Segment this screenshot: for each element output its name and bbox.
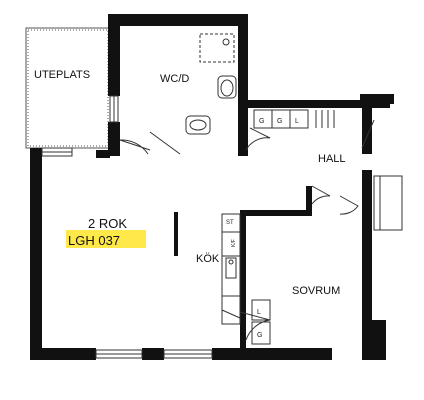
kitchen-counter: [221, 213, 241, 325]
apartment-rooms: 2 ROK: [88, 216, 127, 231]
bedroom-wardrobe: [251, 299, 271, 345]
walls: [30, 14, 394, 360]
hall-closets: [253, 109, 335, 129]
label-wc: WC/D: [160, 73, 189, 85]
bedroom-label-l: L: [257, 309, 261, 316]
apartment-id: LGH 037: [68, 233, 120, 248]
label-sovrum: SOVRUM: [292, 285, 340, 297]
wc-fixtures: [185, 33, 237, 135]
living-partition: [174, 212, 178, 256]
label-uteplats: UTEPLATS: [34, 69, 90, 81]
apartment-id-highlight: [66, 230, 146, 248]
uteplats-area: [25, 27, 111, 149]
label-kok: KÖK: [196, 253, 220, 265]
label-hall: HALL: [318, 153, 346, 165]
kitchen-st-label: ST: [226, 220, 234, 226]
windows: [41, 95, 403, 359]
closet-label-1: G: [259, 118, 264, 125]
closet-label-3: L: [295, 118, 299, 125]
bedroom-label-g: G: [257, 332, 262, 339]
closet-label-2: G: [277, 118, 282, 125]
kitchen-kf-label: K/F: [231, 239, 237, 247]
